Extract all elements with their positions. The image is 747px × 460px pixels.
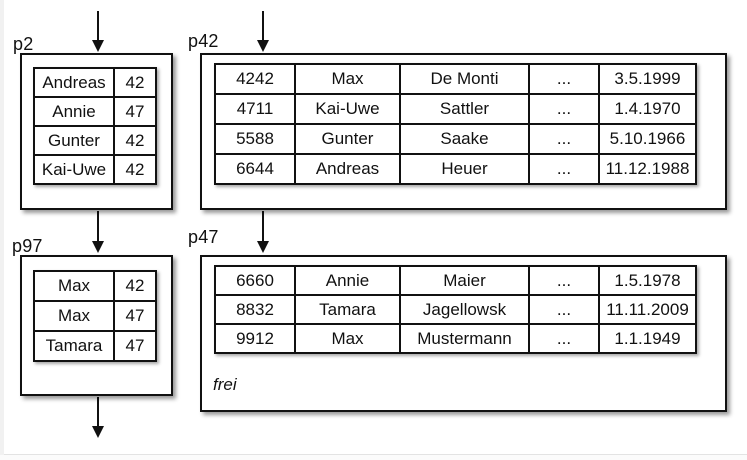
p97-entries-table: Max 42 Max 47 Tamara 47 [33, 270, 157, 362]
table-row: Gunter 42 [33, 125, 157, 156]
table-cell: ... [528, 123, 600, 155]
arrow-down-icon [92, 426, 104, 438]
table-row: 9912 Max Mustermann ... 1.1.1949 [214, 323, 697, 354]
arrow-line [97, 11, 99, 42]
arrow-down-icon [257, 241, 269, 253]
table-cell: ... [528, 294, 600, 325]
entry-arrow-into-p42 [257, 11, 269, 52]
table-cell: 11.11.2009 [598, 294, 697, 325]
table-cell: 47 [113, 300, 157, 332]
index-page-p97: Max 42 Max 47 Tamara 47 [20, 255, 173, 396]
table-cell: 9912 [214, 323, 296, 354]
table-row: 8832 Tamara Jagellowsk ... 11.11.2009 [214, 294, 697, 325]
table-cell: Heuer [399, 153, 530, 185]
table-cell: Saake [399, 123, 530, 155]
table-cell: Gunter [33, 125, 115, 156]
table-row: Max 47 [33, 300, 157, 332]
data-page-p47: 6660 Annie Maier ... 1.5.1978 8832 Tamar… [200, 255, 727, 412]
table-row: Andreas 42 [33, 67, 157, 98]
table-cell: 42 [113, 154, 157, 185]
data-page-p42: 4242 Max De Monti ... 3.5.1999 4711 Kai-… [200, 53, 727, 210]
table-cell: 1.4.1970 [598, 93, 697, 125]
table-cell: Tamara [294, 294, 401, 325]
index-page-p2: Andreas 42 Annie 47 Gunter 42 Kai-Uwe 42 [20, 53, 173, 210]
table-cell: 5588 [214, 123, 296, 155]
table-cell: Tamara [33, 330, 115, 362]
table-cell: 42 [113, 67, 157, 98]
table-cell: Annie [294, 265, 401, 296]
table-row: Tamara 47 [33, 330, 157, 362]
table-cell: 1.1.1949 [598, 323, 697, 354]
table-cell: Annie [33, 96, 115, 127]
link-arrow-p42-to-p47 [257, 211, 269, 253]
arrow-line [262, 11, 264, 42]
table-cell: 47 [113, 330, 157, 362]
table-cell: De Monti [399, 63, 530, 95]
page-label-p97: p97 [12, 236, 43, 256]
table-row: Max 42 [33, 270, 157, 302]
p2-entries-table: Andreas 42 Annie 47 Gunter 42 Kai-Uwe 42 [33, 67, 157, 185]
table-cell: Max [33, 300, 115, 332]
table-row: 4711 Kai-Uwe Sattler ... 1.4.1970 [214, 93, 697, 125]
free-space-label: frei [213, 375, 237, 394]
table-cell: 6660 [214, 265, 296, 296]
table-cell: 6644 [214, 153, 296, 185]
table-cell: 4711 [214, 93, 296, 125]
table-cell: Max [294, 63, 401, 95]
table-cell: 1.5.1978 [598, 265, 697, 296]
table-cell: Mustermann [399, 323, 530, 354]
arrow-line [97, 211, 99, 243]
slide: p2 p42 p97 p47 Andreas 42 Annie 47 Gunte… [4, 0, 747, 455]
link-arrow-p2-to-p97 [92, 211, 104, 253]
entry-arrow-into-p2 [92, 11, 104, 52]
table-cell: 47 [113, 96, 157, 127]
table-cell: Andreas [294, 153, 401, 185]
table-row: 6644 Andreas Heuer ... 11.12.1988 [214, 153, 697, 185]
table-row: 5588 Gunter Saake ... 5.10.1966 [214, 123, 697, 155]
table-row: 4242 Max De Monti ... 3.5.1999 [214, 63, 697, 95]
table-cell: ... [528, 323, 600, 354]
arrow-down-icon [92, 241, 104, 253]
page-left-edge [0, 0, 4, 455]
arrow-down-icon [257, 40, 269, 52]
page-label-p42: p42 [188, 31, 219, 51]
table-cell: Gunter [294, 123, 401, 155]
table-cell: Kai-Uwe [33, 154, 115, 185]
arrow-down-icon [92, 40, 104, 52]
table-cell: Andreas [33, 67, 115, 98]
table-cell: ... [528, 93, 600, 125]
table-cell: ... [528, 153, 600, 185]
table-row: Kai-Uwe 42 [33, 154, 157, 185]
table-cell: 42 [113, 125, 157, 156]
table-cell: Maier [399, 265, 530, 296]
exit-arrow-from-p97 [92, 397, 104, 438]
page-label-p47: p47 [188, 227, 219, 247]
table-cell: ... [528, 265, 600, 296]
table-cell: 8832 [214, 294, 296, 325]
table-cell: 11.12.1988 [598, 153, 697, 185]
table-cell: ... [528, 63, 600, 95]
table-cell: Max [294, 323, 401, 354]
table-cell: Max [33, 270, 115, 302]
table-cell: 5.10.1966 [598, 123, 697, 155]
table-cell: Jagellowsk [399, 294, 530, 325]
table-cell: Sattler [399, 93, 530, 125]
table-row: Annie 47 [33, 96, 157, 127]
page-label-p2: p2 [13, 34, 34, 54]
arrow-line [97, 397, 99, 428]
arrow-line [262, 211, 264, 243]
p47-records-table: 6660 Annie Maier ... 1.5.1978 8832 Tamar… [214, 265, 697, 354]
table-cell: 4242 [214, 63, 296, 95]
table-cell: Kai-Uwe [294, 93, 401, 125]
table-cell: 3.5.1999 [598, 63, 697, 95]
p42-records-table: 4242 Max De Monti ... 3.5.1999 4711 Kai-… [214, 63, 697, 185]
table-cell: 42 [113, 270, 157, 302]
table-row: 6660 Annie Maier ... 1.5.1978 [214, 265, 697, 296]
